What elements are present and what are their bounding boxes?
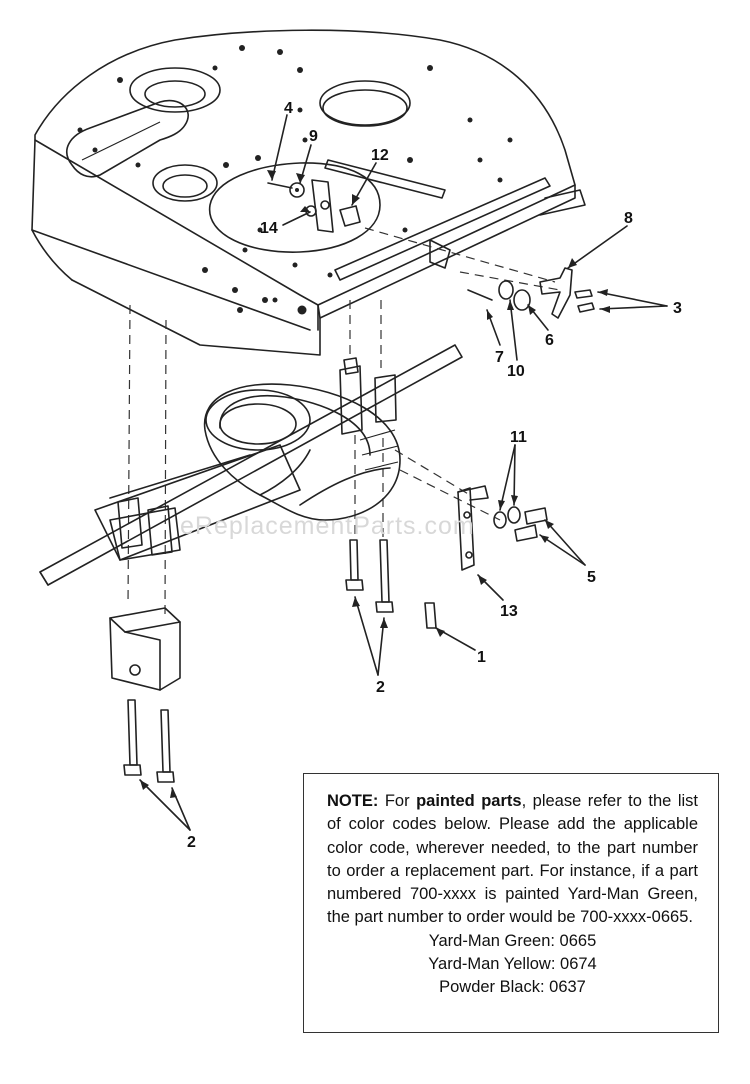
callout-2-lower: 2 [187,834,196,851]
note-intro: For [378,792,417,810]
leader-lines [139,114,668,831]
pin-1 [424,602,437,629]
callout-12: 12 [371,147,389,164]
bolts-2-lower [123,699,175,783]
watermark: eReplacementParts.com [180,512,475,540]
callout-2-middle: 2 [376,679,385,696]
callout-8: 8 [624,210,633,227]
frame-plate [31,29,586,356]
callout-4: 4 [284,100,293,117]
color-code-list: Yard-Man Green: 0665 Yard-Man Yellow: 06… [327,930,698,1000]
note-box: NOTE: For painted parts, please refer to… [303,773,719,1033]
alignment-lines [127,227,561,616]
callout-7: 7 [495,349,504,366]
note-text: , please refer to the list of color code… [327,792,699,927]
frame-holes [77,45,513,315]
callout-13: 13 [500,603,518,620]
callout-1: 1 [477,649,486,666]
callout-14: 14 [260,220,278,237]
note-body: NOTE: For painted parts, please refer to… [327,790,698,930]
callout-labels: 4 9 12 14 8 3 6 7 10 11 5 13 1 2 2 [187,100,682,851]
lower-bracket [109,607,181,691]
color-code-item: Powder Black: 0637 [439,978,586,997]
color-code-item: Yard-Man Green: 0665 [428,931,597,950]
callout-6: 6 [545,332,554,349]
callout-5: 5 [587,569,596,586]
callout-11: 11 [510,429,527,446]
transaxle [39,344,463,586]
note-bold-phrase: painted parts [416,792,522,810]
callout-9: 9 [309,128,318,145]
callout-10: 10 [507,363,525,380]
right-hardware [457,267,595,571]
bolts-2-middle [345,539,394,613]
callout-3: 3 [673,300,682,317]
color-code-item: Yard-Man Yellow: 0674 [428,955,597,974]
note-heading: NOTE: [327,792,379,810]
